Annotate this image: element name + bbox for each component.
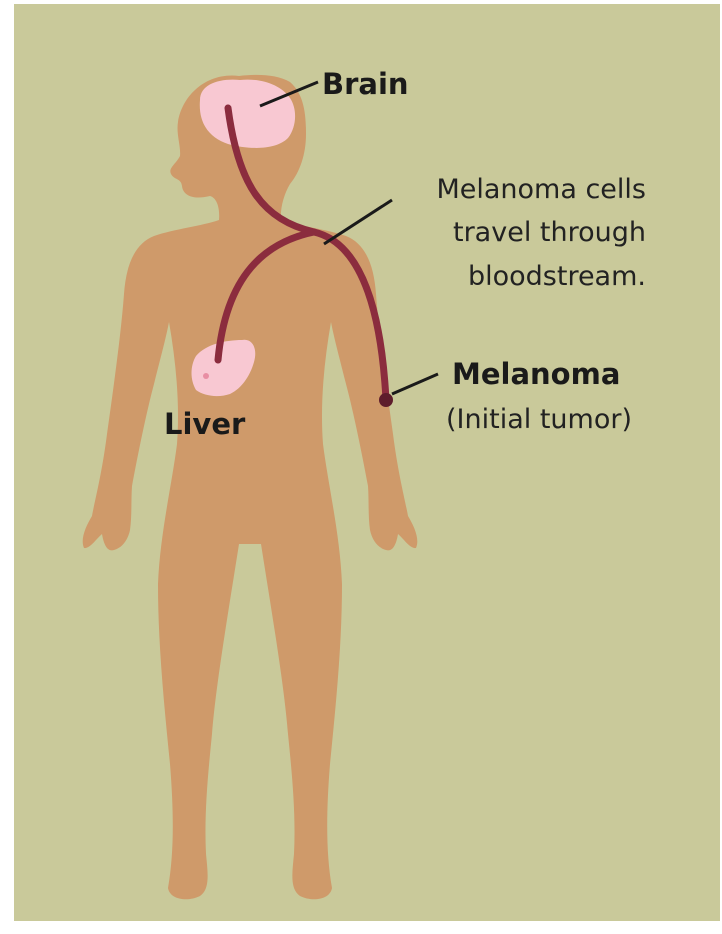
path-label-line3: bloodstream. [468,261,646,292]
path-label-line2: travel through [453,217,646,248]
metastasis-diagram: Brain Melanoma cells travel through bloo… [14,4,720,921]
melanoma-sublabel: (Initial tumor) [446,404,632,435]
liver-label: Liver [164,407,246,441]
brain-label: Brain [322,67,409,101]
melanoma-label: Melanoma [452,357,620,391]
path-label-line1: Melanoma cells [436,174,646,205]
tumor-dot [379,393,393,407]
liver-spot [203,373,209,379]
diagram-canvas: Brain Melanoma cells travel through bloo… [14,4,720,921]
